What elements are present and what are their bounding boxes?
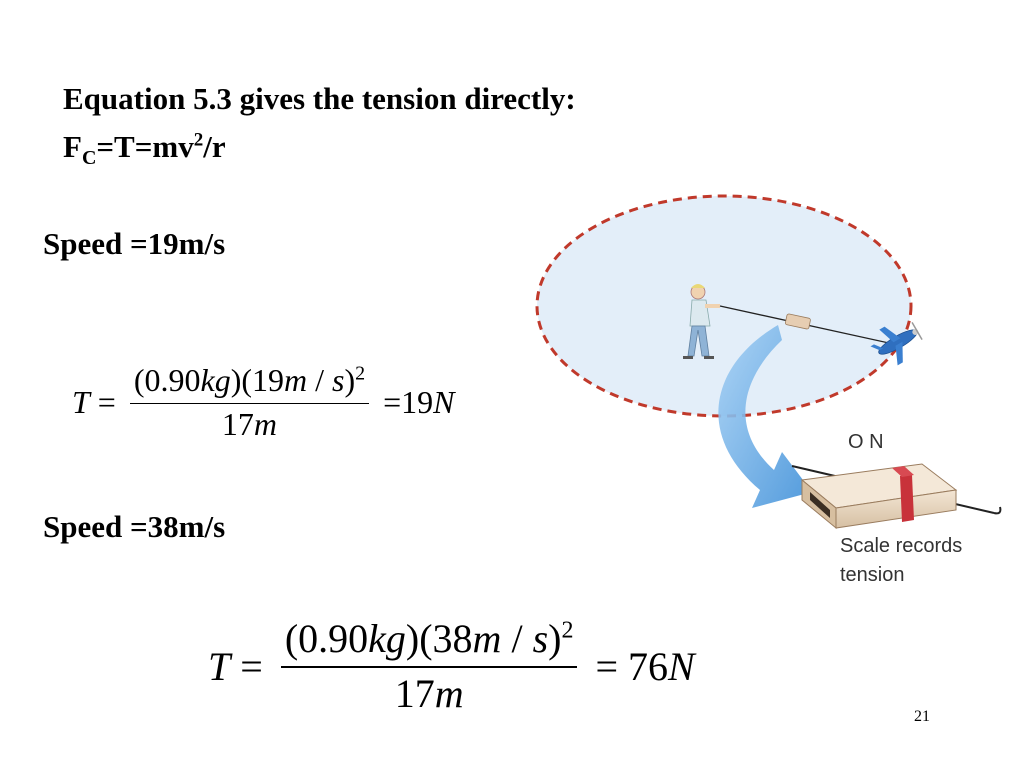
eq2-fraction-bar	[280, 666, 578, 668]
formula-sup-2: 2	[193, 129, 204, 151]
eq1-fraction-bar	[129, 403, 370, 404]
formula-sub-c: C	[81, 147, 97, 170]
eq1-numerator: (0.90kg)(19m / s)2	[133, 362, 366, 398]
eq2-numerator: (0.90kg)(38m / s)2	[284, 616, 574, 661]
scale-reading: O N	[848, 431, 884, 453]
zoom-arrow	[718, 325, 812, 508]
eq2-denominator: 17m	[394, 671, 464, 716]
orbit-ellipse	[535, 194, 913, 418]
heading-line-1: Equation 5.3 gives the tension directly:	[63, 81, 576, 116]
formula-end: /r	[203, 129, 226, 164]
heading-line-2-formula: FC=T=mv2/r	[63, 128, 226, 170]
small-scale	[784, 313, 811, 330]
equation-2: T = (0.90kg)(38m / s)2 17m = 76N	[208, 615, 695, 717]
formula-f: F	[63, 129, 82, 164]
person-figure	[683, 284, 720, 359]
page-number: 21	[914, 708, 930, 725]
eq1-exponent: 2	[355, 362, 366, 385]
speed-label-1: Speed =19m/s	[43, 226, 226, 261]
caption-line-2: tension	[840, 564, 905, 586]
eq2-result: = 76N	[595, 643, 695, 689]
eq2-fraction: (0.90kg)(38m / s)2 17m	[280, 615, 578, 717]
tension-illustration: O N Scale records tension	[535, 194, 1002, 586]
eq2-exponent: 2	[561, 617, 574, 644]
eq1-denominator: 17m	[221, 406, 278, 442]
formula-body: =T=mv	[96, 129, 194, 164]
large-scale	[791, 463, 1002, 530]
equation-1: T = (0.90kg)(19m / s)2 17m =19N	[72, 362, 455, 443]
eq1-result: =19N	[383, 384, 455, 420]
eq1-lhs: T	[72, 384, 90, 420]
eq1-fraction: (0.90kg)(19m / s)2 17m	[129, 362, 370, 443]
eq2-lhs: T	[208, 643, 231, 689]
airplane-icon	[870, 321, 923, 366]
caption-line-1: Scale records	[840, 535, 962, 557]
speed-label-2: Speed =38m/s	[43, 509, 226, 544]
